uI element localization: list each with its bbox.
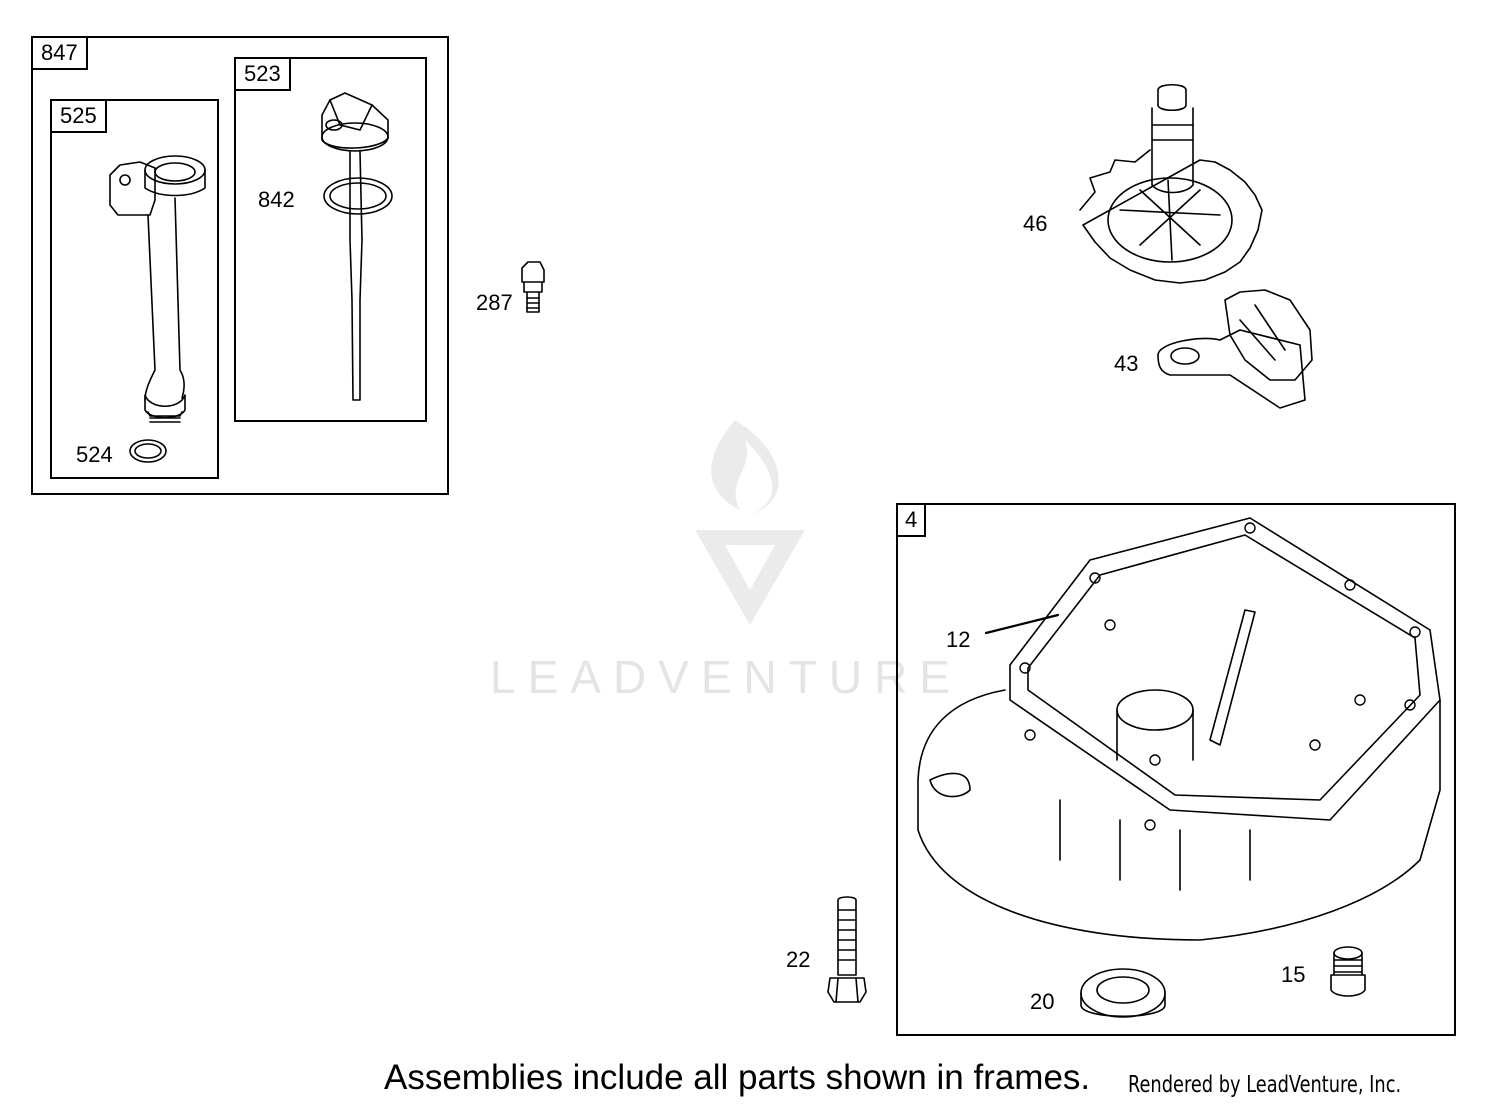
callout-12: 12 [946, 627, 971, 652]
screw-287-part [521, 261, 545, 313]
callout-43: 43 [1114, 351, 1139, 376]
frame-label-847: 847 [33, 38, 88, 70]
assemblies-note: Assemblies include all parts shown in fr… [384, 1058, 1091, 1097]
o-ring-524-part [129, 439, 167, 463]
leader-line-12 [984, 613, 1060, 635]
callout-46: 46 [1023, 211, 1048, 236]
callout-524: 524 [76, 442, 113, 467]
bolt-22-part [827, 896, 867, 1003]
o-ring-842-part [323, 177, 393, 215]
callout-15: 15 [1281, 962, 1306, 987]
drain-plug-15-part [1330, 946, 1366, 997]
frame-label-525: 525 [52, 101, 107, 133]
oil-fill-tube-part [109, 155, 206, 423]
dipstick-part [321, 92, 389, 401]
callout-287: 287 [476, 290, 513, 315]
watermark-text: LEADVENTURE [490, 651, 962, 703]
frame-label-4: 4 [898, 505, 927, 537]
callout-20: 20 [1030, 989, 1055, 1014]
frame-4: 4 [896, 503, 1456, 1036]
render-credit: Rendered by LeadVenture, Inc. [1128, 1072, 1402, 1098]
callout-842: 842 [258, 187, 295, 212]
frame-label-523: 523 [236, 59, 291, 91]
camshaft-gear-part [1079, 83, 1263, 284]
oil-seal-20-part [1080, 968, 1166, 1018]
crankcase-cover-part [917, 517, 1441, 941]
callout-22: 22 [786, 947, 811, 972]
frame-847: 847 [31, 36, 449, 495]
governor-arm-part [1157, 289, 1313, 409]
frame-523: 523 [234, 57, 427, 422]
frame-525: 525 [50, 99, 219, 479]
